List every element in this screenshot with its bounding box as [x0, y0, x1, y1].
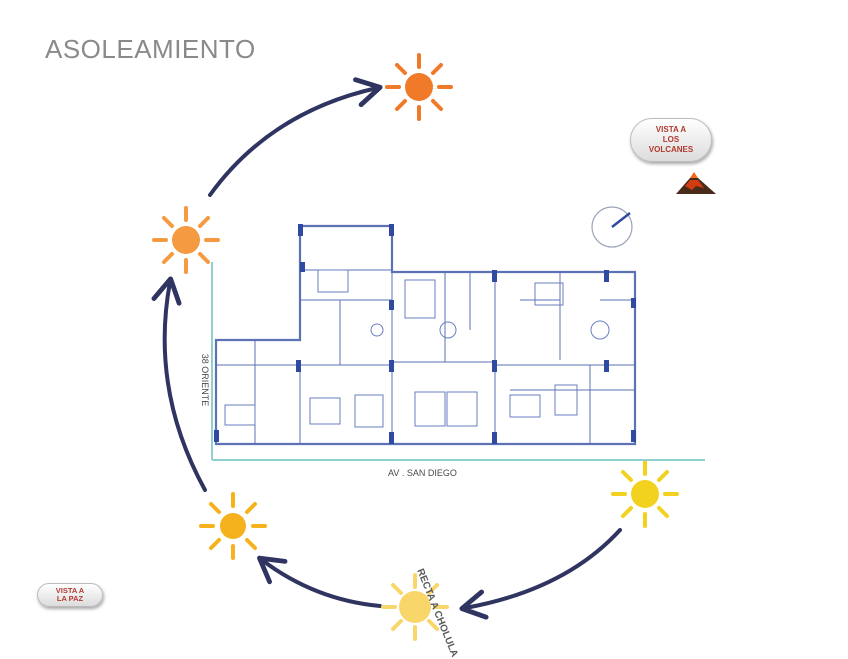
arc-south-to-southwest	[257, 555, 382, 608]
north-arrow-icon	[591, 206, 633, 248]
sun-icon	[152, 206, 220, 274]
view-volcanes-badge: VISTA A LOS VOLCANES	[630, 118, 712, 162]
sun-path-arcs	[151, 77, 622, 620]
view-volcanes-line2: LOS	[662, 135, 680, 144]
arc-west-to-north	[208, 77, 383, 197]
view-paz-line1: VISTA A	[55, 586, 85, 595]
sun-icon	[385, 53, 453, 121]
page-title: ASOLEAMIENTO	[45, 34, 256, 64]
arc-southwest-to-west	[151, 276, 207, 492]
view-paz-line2: LA PAZ	[56, 594, 84, 603]
sun-icon	[199, 492, 267, 560]
sun-icon	[611, 460, 679, 528]
street-label-san-diego: AV . SAN DIEGO	[388, 468, 457, 478]
floor-plan	[214, 224, 637, 446]
volcano-icon	[676, 172, 716, 194]
street-lines	[211, 262, 705, 461]
view-volcanes-line3: VOLCANES	[648, 145, 694, 154]
street-label-38-oriente: 38 ORIENTE	[200, 353, 210, 407]
view-paz-badge: VISTA A LA PAZ	[37, 583, 103, 607]
view-volcanes-line1: VISTA A	[655, 125, 687, 134]
sun-icon	[381, 573, 449, 641]
arc-east-to-southeast	[459, 528, 622, 620]
